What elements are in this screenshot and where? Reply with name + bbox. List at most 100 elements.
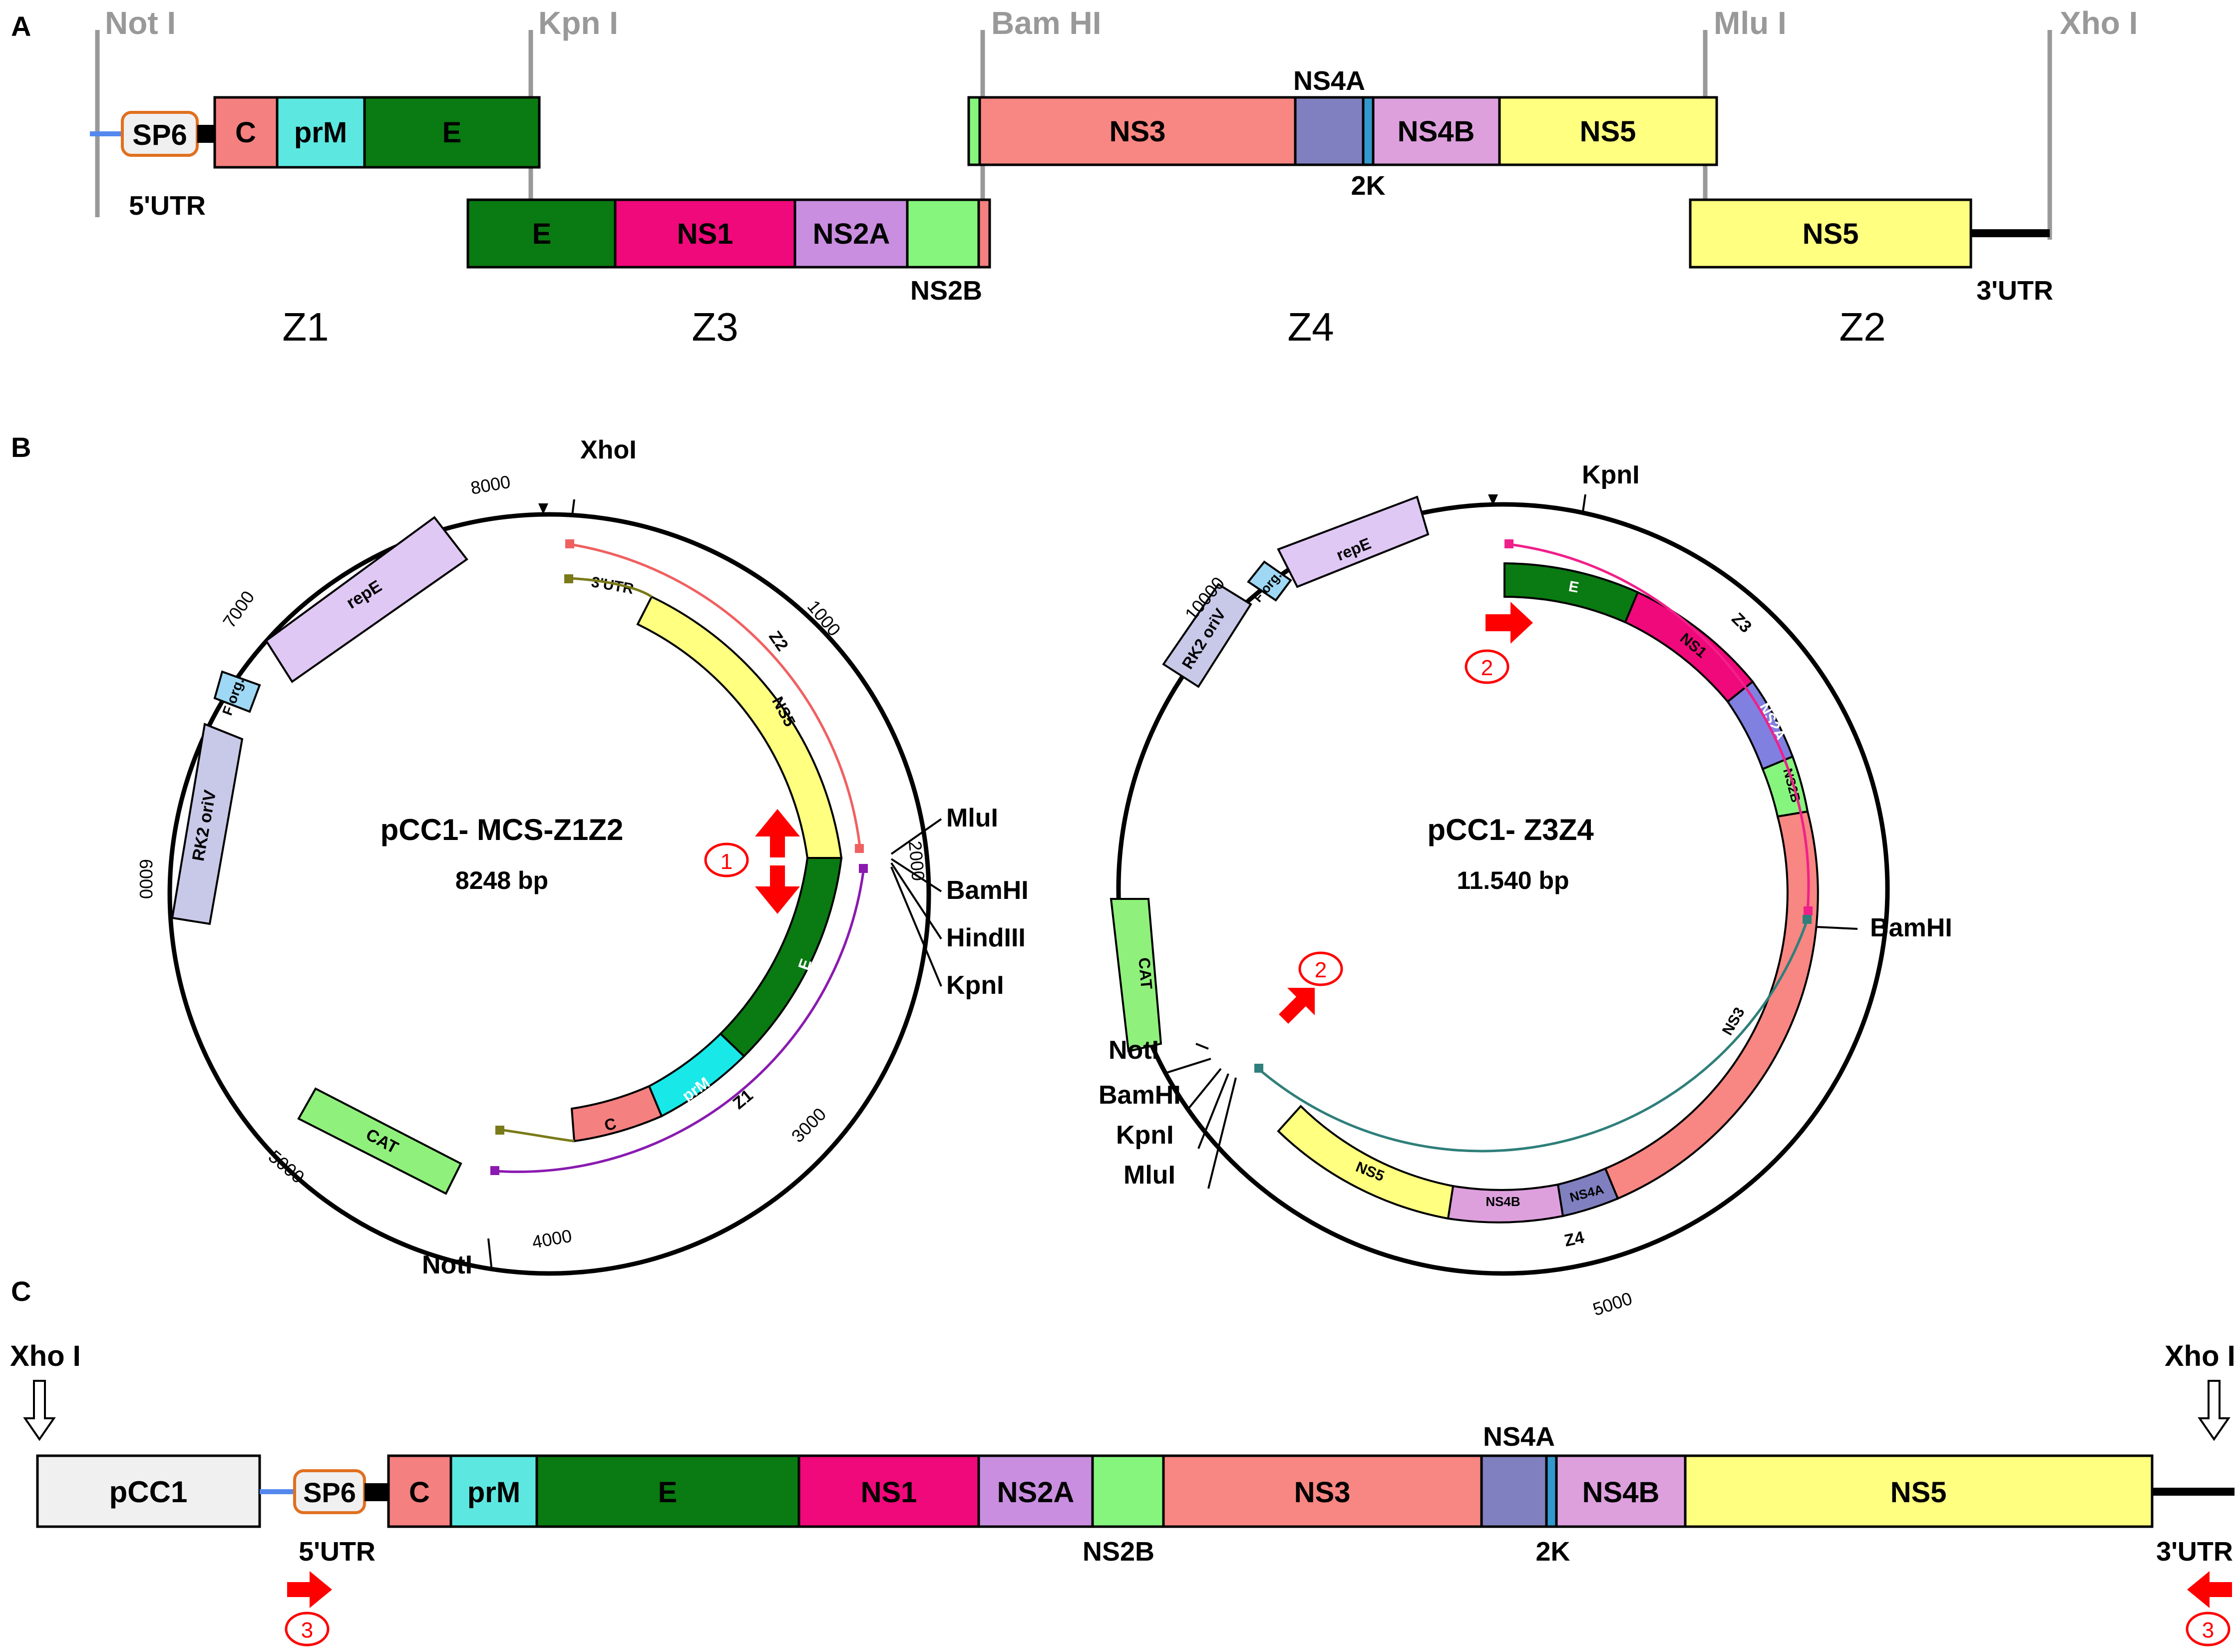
c-gene-e-label: E [658, 1476, 678, 1509]
p1-tick-6000: 6000 [136, 859, 156, 899]
gene-c-label: C [235, 116, 256, 149]
z3-gene-e-label: E [532, 218, 552, 250]
panel-label-c: C [11, 1275, 31, 1307]
c-gene-ns3 [1162, 1454, 1483, 1528]
plasmid-2: repE F org. RK2 oriV CAT E NS1 NS2A NS2B… [1099, 460, 1952, 1320]
p2-cat-label: CAT [1135, 957, 1155, 990]
p2-marker-arrow-top [1486, 602, 1533, 644]
p1-tick-3000: 3000 [787, 1104, 830, 1147]
c-gene-ns3-label: NS3 [1294, 1476, 1351, 1509]
c-utr3-label: 3'UTR [2156, 1537, 2233, 1567]
ns4a-label: NS4A [1293, 66, 1365, 96]
gene-prm-label: prM [294, 116, 347, 149]
z4-gene-ns4a [1294, 96, 1365, 166]
gene-e [363, 96, 541, 169]
plasmid-1: repE F org. RK2 oriV CAT NS5 E prM C 3'U… [136, 435, 1029, 1279]
p2-marker-bottom: 2 [1315, 958, 1327, 982]
c-gene-ns2b [1091, 1454, 1165, 1528]
z3-gene-ns2b [906, 198, 980, 269]
site-label-bamhi: Bam HI [991, 5, 1102, 41]
c-site-xhoi-right: Xho I [2165, 1340, 2236, 1372]
p1-track-z1: Z1 [730, 1086, 757, 1113]
c-gene-ns4b-label: NS4B [1582, 1476, 1660, 1509]
z4-gene-ns4b-label: NS4B [1398, 115, 1475, 148]
c-2k-label: 2K [1535, 1537, 1570, 1567]
c-site-xhoi-left: Xho I [10, 1340, 81, 1372]
c-gene-ns2a-label: NS2A [997, 1476, 1075, 1509]
ns2b-label: NS2B [910, 276, 982, 306]
p2-site-bamhi-2: BamHI [1099, 1081, 1181, 1110]
c-gene-ns1-label: NS1 [861, 1476, 917, 1509]
fragment-z2: Z2 [1839, 305, 1885, 349]
p1-marker: 1 [721, 849, 733, 874]
panel-label-a: A [11, 10, 31, 42]
z3-gene-ns2a [793, 198, 909, 269]
z3-gene-e [466, 198, 617, 269]
z3-gene-ns1-label: NS1 [677, 218, 734, 250]
c-ns4a-label: NS4A [1483, 1422, 1555, 1452]
p1-size: 8248 bp [455, 866, 548, 894]
sp6-label: SP6 [132, 119, 187, 151]
p2-site-bamhi: BamHI [1870, 913, 1952, 942]
z3-gene-ns2a-label: NS2A [813, 218, 890, 250]
p2-tick-5000: 5000 [1590, 1288, 1635, 1320]
c-gene-c-label: C [409, 1476, 430, 1509]
c-utr5-block [365, 1483, 388, 1501]
z4-gene-ns5-label: NS5 [1580, 115, 1636, 148]
c-gene-c [387, 1454, 452, 1528]
gene-prm [276, 96, 366, 169]
z4-gene-ns5 [1498, 96, 1718, 166]
2k-label: 2K [1351, 171, 1385, 201]
p2-track-z4: Z4 [1562, 1228, 1586, 1250]
p2-size: 11.540 bp [1457, 866, 1569, 894]
z4-gene-ns3-label: NS3 [1110, 115, 1166, 148]
c-gene-ns5 [1684, 1454, 2154, 1528]
p1-site-noti: NotI [422, 1250, 472, 1279]
c-gene-prm [449, 1454, 538, 1528]
c-site-arrows [23, 1380, 2231, 1441]
p2-marker-top: 2 [1481, 656, 1493, 680]
p2-site-noti: NotI [1109, 1036, 1159, 1065]
site-label-mlui: Mlu I [1714, 5, 1787, 41]
p2-marker-arrow-bottom [1279, 988, 1315, 1024]
p2-site-kpni: KpnI [1582, 460, 1640, 489]
z4-gene-ns2b-end [967, 96, 981, 166]
p2-ns4b-label: NS4B [1486, 1194, 1520, 1209]
utr3-label: 3'UTR [1976, 276, 2053, 306]
p1-name: pCC1- MCS-Z1Z2 [380, 813, 624, 846]
c-sp6-label: SP6 [303, 1477, 356, 1508]
c-gene-ns2a [977, 1454, 1094, 1528]
z2-gene-ns5-label: NS5 [1803, 218, 1859, 250]
c-gene-ns5-label: NS5 [1890, 1476, 1947, 1509]
p1-site-hindiii: HindIII [946, 923, 1026, 952]
p1-utr3-label: 3'UTR [590, 574, 635, 597]
c-gene-e [535, 1454, 800, 1528]
p1-tick-7000: 7000 [219, 587, 259, 631]
c-marker-right: 3 [2202, 1618, 2214, 1643]
fragment-z3: Z3 [692, 305, 738, 349]
c-gene-ns4a [1480, 1454, 1548, 1528]
c-marker-left: 3 [301, 1618, 313, 1643]
p1-site-xhoi: XhoI [580, 435, 637, 464]
c-vector-label: pCC1 [109, 1475, 188, 1509]
p1-site-mlui: MluI [946, 804, 998, 832]
c-primer-arrow-left [2187, 1571, 2232, 1608]
utr5-label: 5'UTR [129, 191, 206, 221]
p2-name: pCC1- Z3Z4 [1427, 813, 1594, 846]
z3-gene-ns1 [614, 198, 796, 269]
p1-site-kpni: KpnI [946, 971, 1004, 1000]
c-gene-2k [1545, 1454, 1558, 1528]
p2-site-kpni-2: KpnI [1116, 1121, 1174, 1150]
p1-tick-4000: 4000 [530, 1226, 573, 1252]
fragment-z4: Z4 [1287, 305, 1334, 349]
z3-gene-ns3-start [977, 198, 991, 269]
z4-gene-ns3 [978, 96, 1297, 166]
z4-gene-2k [1362, 96, 1375, 166]
p2-ns3-label: NS3 [1719, 1005, 1748, 1038]
z2-gene-ns5 [1689, 198, 1972, 269]
p1-tick-2000: 2000 [905, 840, 929, 881]
c-utr5-label: 5'UTR [299, 1537, 375, 1567]
p1-tick-8000: 8000 [469, 471, 512, 498]
gene-e-label: E [442, 116, 462, 149]
